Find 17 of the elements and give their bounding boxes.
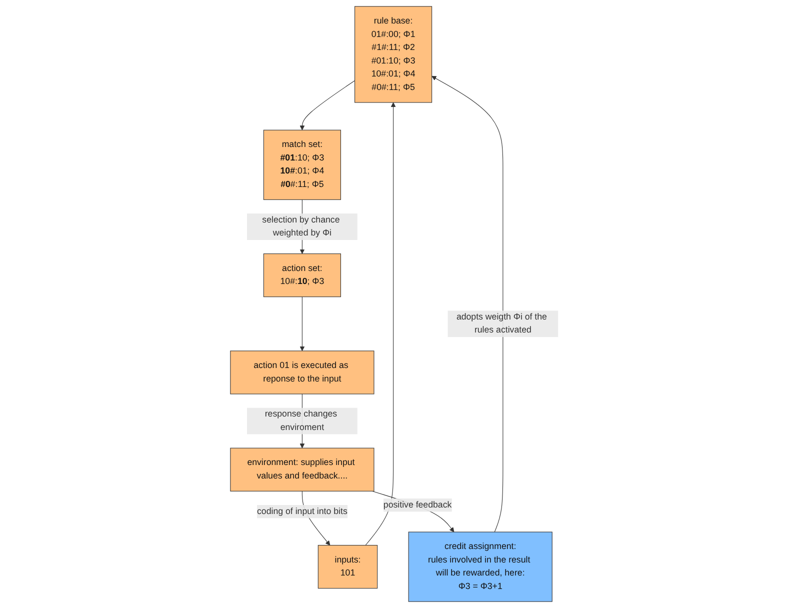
arrow — [300, 80, 356, 130]
node-box: action 01 is executed as reponse to the input — [230, 350, 374, 394]
arrow — [432, 76, 504, 532]
edge-label: response changes enviroment — [265, 409, 338, 432]
node-box: rule base: 01#:00; Φ1 #1#:11; Φ2 #01:10; Φ3 10#:01; Φ4 #0#:11; Φ5 — [354, 6, 432, 103]
arrow — [300, 296, 305, 352]
edge-label: selection by chance weighted by Φi — [262, 215, 340, 238]
edge-label: adopts weigth Φi of the rules activated — [456, 312, 548, 335]
node-box: match set: #01:10; Φ3 10#:01; Φ4 #0#:11; Φ5 — [264, 130, 342, 200]
node-box: action set: 10#:10; Φ3 — [264, 253, 342, 298]
arrow — [372, 490, 454, 532]
node-box: credit assignment: rules involved in the result will be rewarded, here: Φ3 = Φ3+1 — [408, 532, 553, 602]
edge-label: coding of input into bits — [257, 506, 348, 516]
arrow — [365, 102, 396, 546]
node-box: environment: supplies input values and feedback.... — [230, 448, 374, 492]
node-box: inputs: 101 — [318, 544, 378, 589]
edge-label: positive feedback — [384, 500, 452, 510]
